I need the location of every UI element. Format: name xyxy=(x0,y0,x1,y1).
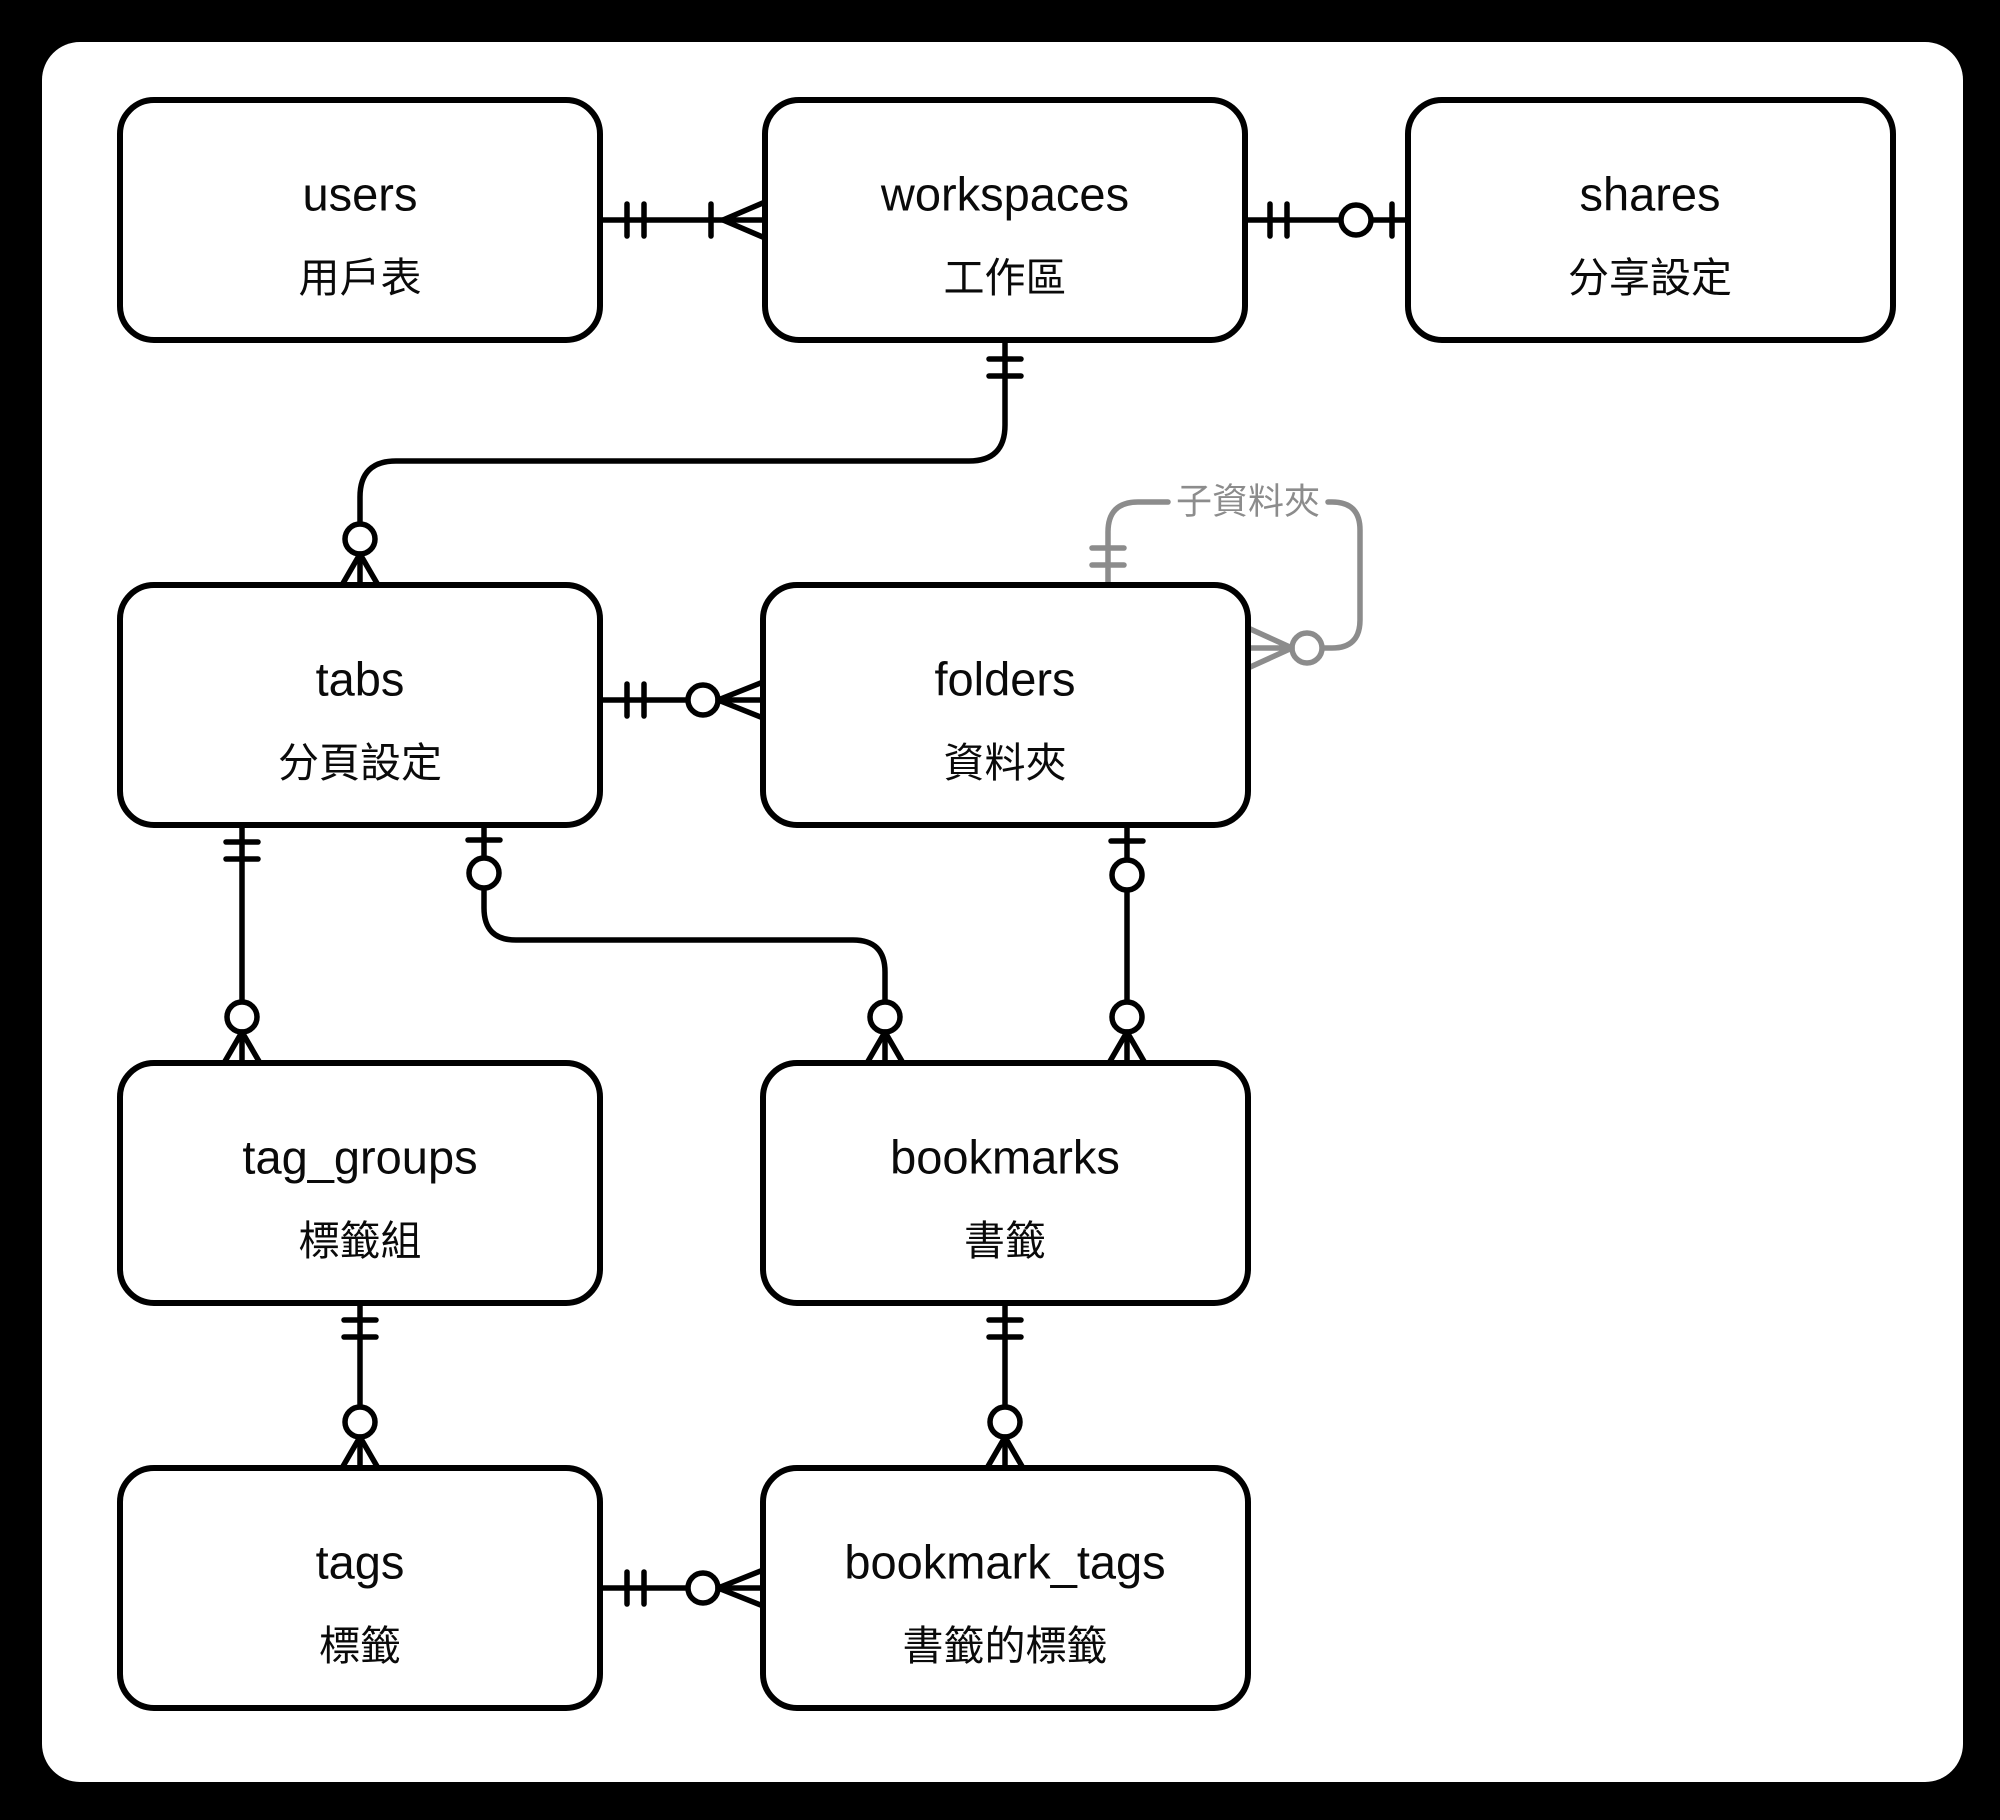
crow-foot-many-marker xyxy=(1245,625,1295,671)
crow-foot-many-marker xyxy=(984,1434,1026,1471)
entity-bookmark_tags: bookmark_tags 書籤的標籤 xyxy=(760,1465,1251,1711)
crow-foot-many-marker xyxy=(339,1434,381,1471)
zero-circle-marker xyxy=(685,1570,721,1606)
relation-workspaces-tabs xyxy=(339,339,1024,588)
zero-circle-marker xyxy=(1109,857,1145,893)
entity-folders: folders 資料夾 xyxy=(760,582,1251,828)
cardinality-exactly-one-marker xyxy=(341,1317,379,1340)
cardinality-exactly-one-marker xyxy=(1267,201,1290,239)
zero-circle-marker xyxy=(342,521,378,557)
entity-workspaces-box xyxy=(762,97,1248,343)
entity-tag_groups-name: tag_groups xyxy=(242,1130,477,1183)
entity-tabs-label: 分頁設定 xyxy=(278,740,442,786)
relation-users-workspaces xyxy=(597,199,768,241)
entity-bookmarks-name: bookmarks xyxy=(890,1130,1120,1183)
entity-shares-box xyxy=(1405,97,1896,343)
entity-bookmark_tags-name: bookmark_tags xyxy=(844,1535,1165,1588)
relation-tabs-bookmarks xyxy=(465,822,906,1066)
zero-circle-marker xyxy=(685,682,721,718)
cardinality-exactly-one-marker xyxy=(624,681,647,719)
zero-circle-marker xyxy=(1289,630,1325,666)
entity-tag_groups: tag_groups 標籤組 xyxy=(117,1060,603,1306)
relation-tabs-tag_groups xyxy=(221,822,263,1066)
relation-folders-subfolder-loop: 子資料夾 xyxy=(1089,481,1363,671)
relation-line xyxy=(1105,499,1171,588)
relation-tag_groups-tags xyxy=(339,1300,381,1471)
entity-tags-name: tags xyxy=(316,1535,405,1588)
entity-users-label: 用戶表 xyxy=(299,255,422,301)
entity-tabs-name: tabs xyxy=(316,652,405,705)
entity-bookmarks: bookmarks 書籤 xyxy=(760,1060,1251,1306)
entity-bookmark_tags-box xyxy=(760,1465,1251,1711)
entity-shares-name: shares xyxy=(1579,167,1720,220)
crow-foot-many-marker xyxy=(715,679,766,721)
zero-circle-marker xyxy=(987,1404,1023,1440)
entity-tag_groups-label: 標籤組 xyxy=(299,1218,422,1264)
relation-label: 子資料夾 xyxy=(1176,481,1320,522)
relation-line xyxy=(357,339,1008,588)
relation-tags-bookmark_tags xyxy=(597,1567,766,1609)
relation-workspaces-shares xyxy=(1242,201,1411,239)
entity-tag_groups-box xyxy=(117,1060,603,1306)
entity-bookmark_tags-label: 書籤的標籤 xyxy=(903,1623,1108,1669)
entity-users-name: users xyxy=(303,167,418,220)
entity-workspaces-name: workspaces xyxy=(880,167,1129,220)
relation-line xyxy=(481,822,888,1066)
entity-folders-label: 資料夾 xyxy=(944,740,1067,786)
crow-foot-many-marker xyxy=(715,1567,766,1609)
zero-circle-marker xyxy=(342,1404,378,1440)
entity-workspaces: workspaces 工作區 xyxy=(762,97,1248,343)
entity-shares: shares 分享設定 xyxy=(1405,97,1896,343)
crow-foot-many-marker xyxy=(221,1029,263,1066)
relation-folders-bookmarks xyxy=(1106,822,1148,1066)
relation-bookmarks-bookmark_tags xyxy=(984,1300,1026,1471)
entity-folders-box xyxy=(760,582,1251,828)
cardinality-exactly-one-marker xyxy=(223,839,261,862)
entity-users: users 用戶表 xyxy=(117,97,603,343)
cardinality-exactly-one-marker xyxy=(624,1569,647,1607)
zero-circle-marker xyxy=(1338,202,1374,238)
entity-tabs-box xyxy=(117,582,603,828)
entity-shares-label: 分享設定 xyxy=(1568,255,1732,301)
entity-users-box xyxy=(117,97,603,343)
crow-foot-many-marker xyxy=(1106,1029,1148,1066)
entity-tags-label: 標籤 xyxy=(319,1623,401,1669)
zero-circle-marker xyxy=(466,855,502,891)
relation-tabs-folders xyxy=(597,679,766,721)
zero-circle-marker xyxy=(224,999,260,1035)
zero-circle-marker xyxy=(1109,999,1145,1035)
relation-line xyxy=(1319,499,1363,651)
entity-folders-name: folders xyxy=(934,652,1075,705)
diagram-panel xyxy=(42,42,1963,1782)
entity-bookmarks-label: 書籤 xyxy=(964,1218,1046,1264)
cardinality-exactly-one-marker xyxy=(986,1317,1024,1340)
cardinality-exactly-one-marker xyxy=(986,356,1024,379)
entity-tabs: tabs 分頁設定 xyxy=(117,582,603,828)
entity-workspaces-label: 工作區 xyxy=(944,255,1067,301)
crow-foot-many-marker xyxy=(339,551,381,588)
cardinality-exactly-one-marker xyxy=(624,201,647,239)
entity-tags: tags 標籤 xyxy=(117,1465,603,1711)
crow-foot-many-marker xyxy=(864,1029,906,1066)
crow-foot-many-marker xyxy=(720,199,768,241)
entity-bookmarks-box xyxy=(760,1060,1251,1306)
cardinality-exactly-one-marker xyxy=(1089,545,1127,568)
zero-circle-marker xyxy=(867,999,903,1035)
entity-tags-box xyxy=(117,1465,603,1711)
